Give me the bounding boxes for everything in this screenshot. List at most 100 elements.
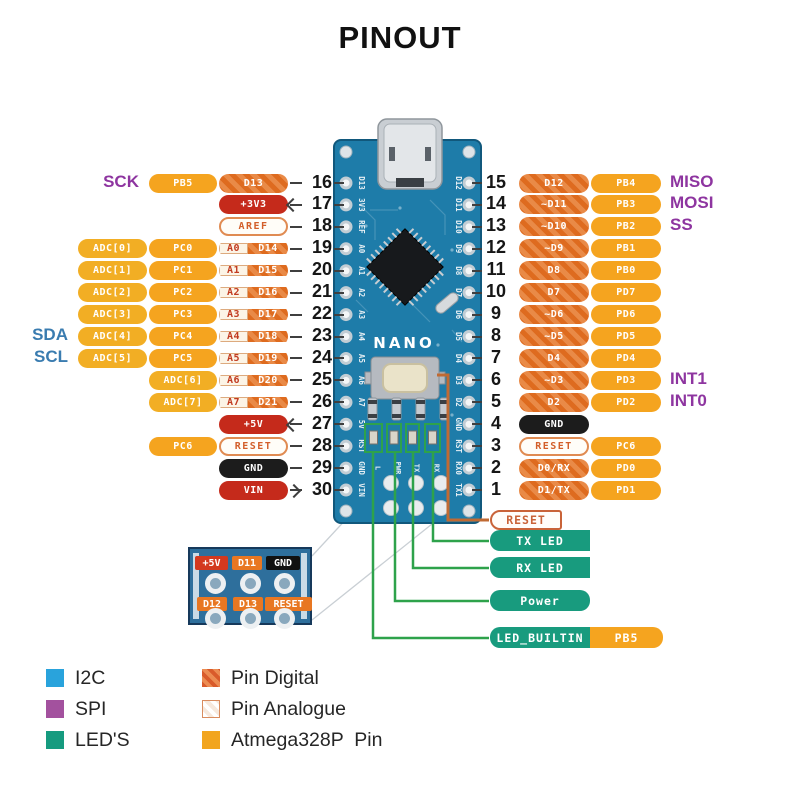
pin-label-~D5: ~D5: [519, 327, 589, 346]
pin-number-2: 2: [490, 456, 501, 477]
connector-tick: [334, 335, 344, 338]
analog-pin-label: A7: [219, 396, 248, 408]
pcb-vias: [360, 206, 454, 417]
reset-wire: [437, 373, 489, 522]
pin-label-D13: D13: [219, 173, 288, 193]
silk-led-PWR: PWR: [394, 462, 402, 475]
pin-label-D0/RX: D0/RX: [519, 458, 589, 478]
legend-swatch-i2c: [46, 669, 64, 687]
pin-label-PC6: PC6: [591, 436, 661, 456]
legend-label: Atmega328P Pin: [231, 728, 383, 751]
pin-label-PD5: PD5: [591, 327, 661, 346]
silk-right-D3: D3: [454, 376, 463, 386]
chip-pin: [370, 253, 377, 260]
signal-tag-MOSI: MOSI: [670, 193, 714, 213]
chip-pin: [429, 249, 436, 255]
silk-left-A7: A7: [357, 398, 366, 407]
connector-tick: [290, 313, 302, 316]
power-wire: [393, 452, 489, 603]
chip-pin: [383, 287, 389, 294]
connector-tick: [290, 247, 302, 250]
chip-pin: [391, 232, 398, 239]
inset-hole: [239, 607, 261, 629]
nano-silkscreen-text: NANO: [373, 334, 434, 352]
pin-number-25: 25: [311, 368, 332, 389]
pin-hole-center: [465, 245, 473, 253]
legend-swatch-analog: [202, 700, 220, 718]
pin-number-24: 24: [311, 346, 332, 367]
pin-label-~D11: ~D11: [519, 195, 589, 215]
pin-hole-center: [342, 179, 350, 187]
inset-label-D11: D11: [232, 556, 262, 570]
digital-pin-label: D21: [248, 396, 288, 408]
led-builtin-pin-callout: PB5: [590, 627, 663, 648]
pin-label-PD3: PD3: [591, 370, 661, 390]
pin-hole-center: [342, 223, 350, 231]
pin-hole-center: [465, 354, 473, 362]
pin-number-9: 9: [490, 303, 501, 324]
chip-pin: [412, 295, 419, 302]
pin-hole-center: [465, 442, 473, 450]
silk-left-A3: A3: [357, 310, 366, 320]
pin-label-PD6: PD6: [591, 305, 661, 325]
inset-hole: [273, 572, 295, 594]
analog-pin-label: A3: [219, 309, 248, 321]
pin-number-29: 29: [311, 456, 332, 477]
legend-label: Pin Digital: [231, 666, 319, 689]
inset-pad-strip: [301, 553, 307, 619]
connector-tick: [334, 247, 344, 250]
signal-tag-INT0: INT0: [670, 390, 707, 410]
reset-callout: RESET: [490, 510, 562, 530]
silk-led-TX: TX: [413, 464, 421, 473]
pin-label-PC3: PC3: [149, 305, 217, 325]
connector-tick: [472, 445, 482, 448]
analog-pin-label: A6: [219, 374, 248, 386]
chip-pin: [429, 279, 436, 285]
pin-label-D4: D4: [519, 348, 589, 368]
pin-number-5: 5: [490, 390, 501, 411]
pin-label-D1/TX: D1/TX: [519, 480, 589, 500]
silk-right-D12: D12: [454, 176, 463, 190]
digital-pin-label: D18: [248, 331, 288, 342]
inset-hole: [273, 607, 295, 629]
pin-hole-center: [465, 376, 473, 384]
led-component: [369, 430, 378, 445]
pin-hole-center: [465, 267, 473, 275]
inset-hole: [204, 572, 226, 594]
legend-label: LED'S: [75, 728, 130, 751]
legend-item-digital: Pin Digital: [202, 666, 319, 690]
chip-pin: [370, 274, 377, 281]
power-callout: Power: [490, 590, 590, 611]
pin-hole-center: [342, 201, 350, 209]
chip-pin: [408, 228, 415, 234]
pin-hole-center: [342, 464, 350, 472]
connector-tick: [334, 467, 344, 470]
silk-right-D8: D8: [454, 266, 463, 276]
connector-tick: [290, 182, 302, 184]
pin-number-3: 3: [490, 434, 501, 455]
signal-tag-SS: SS: [670, 215, 693, 235]
crystal-oscillator: [435, 292, 459, 314]
inset-label-GND: GND: [266, 556, 300, 570]
pin-number-4: 4: [490, 412, 501, 433]
pin-label-D2: D2: [519, 392, 589, 412]
pin-number-28: 28: [311, 434, 332, 455]
pin-label-~D9: ~D9: [519, 239, 589, 259]
pin-hole-center: [342, 245, 350, 253]
